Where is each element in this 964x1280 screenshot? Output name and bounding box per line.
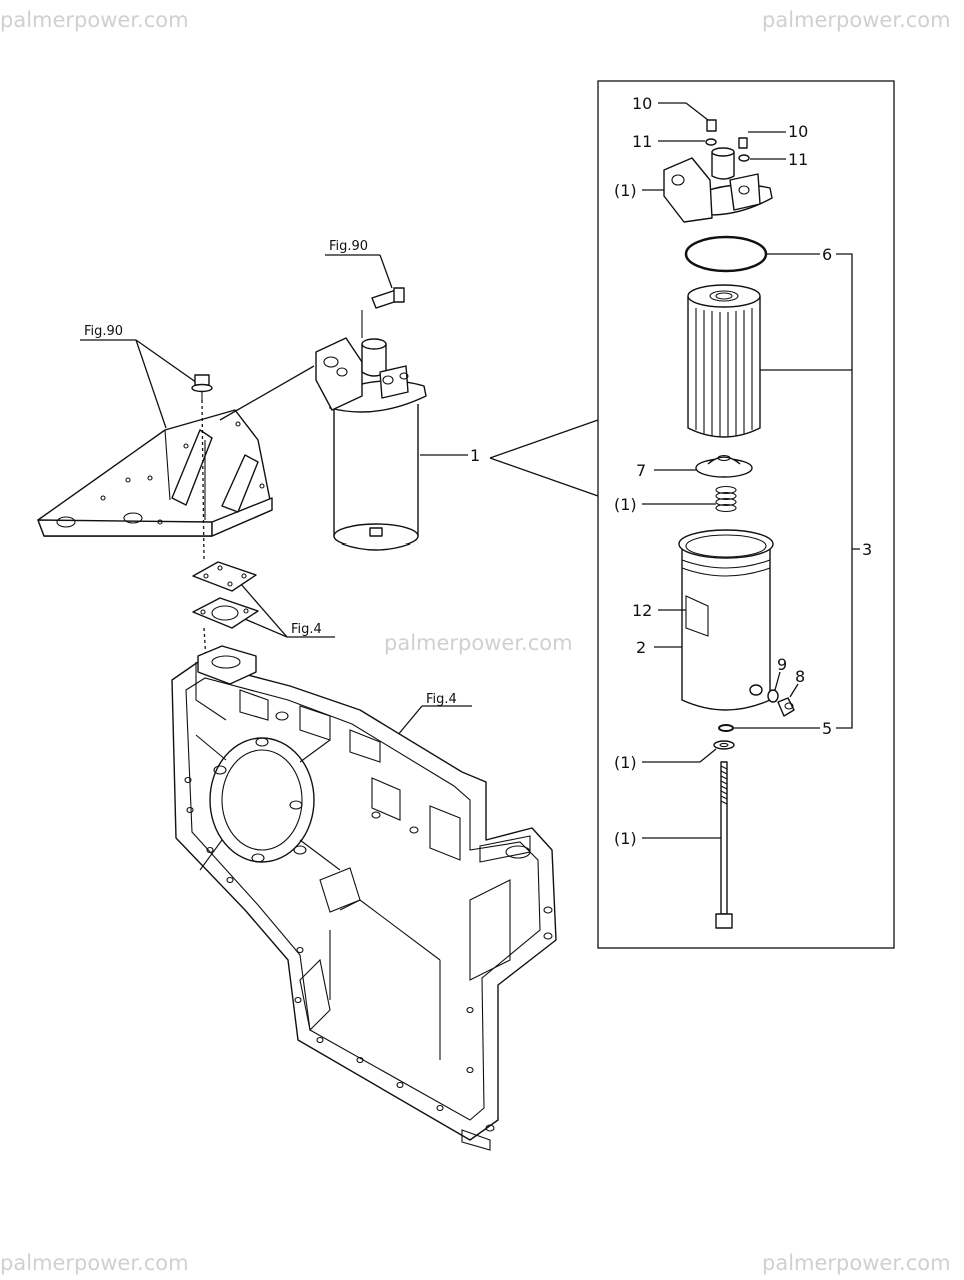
drain-plug	[777, 697, 795, 717]
callout-sub-1-washer: (1)	[614, 753, 637, 772]
callout-sub-1-head: (1)	[614, 181, 637, 200]
filter-head	[663, 147, 773, 223]
fig-ref-90-bracket: Fig.90	[80, 324, 201, 429]
callout-12: 12	[632, 601, 652, 620]
callout-5: 5	[822, 719, 832, 738]
filter-assembly	[315, 337, 427, 551]
drain-washer	[767, 689, 779, 703]
o-ring	[684, 235, 768, 273]
callout-7: 7	[636, 461, 646, 480]
gasket-upper	[192, 561, 257, 592]
gear-housing	[171, 645, 557, 1151]
kit-bracket	[836, 253, 860, 729]
fig-ref-4-housing: Fig.4	[391, 692, 472, 743]
callout-3: 3	[862, 540, 872, 559]
center-bolt	[715, 761, 733, 929]
callout-10-b: 10	[788, 122, 808, 141]
callout-10-a: 10	[632, 94, 652, 113]
fig-ref-label: Fig.4	[426, 692, 457, 707]
mounting-bracket	[37, 409, 273, 537]
watermark-bottom-left: palmerpower.com	[0, 1251, 189, 1275]
callout-sub-1-bolt: (1)	[614, 829, 637, 848]
watermark-top-left: palmerpower.com	[0, 8, 189, 32]
callout-8: 8	[795, 667, 805, 686]
bottom-seal	[718, 724, 734, 732]
fig-ref-90-bolt: Fig.90	[325, 239, 393, 289]
filter-bowl	[678, 529, 774, 711]
fig-ref-label: Fig.90	[84, 324, 123, 339]
callout-1: 1	[470, 446, 480, 465]
fig-ref-label: Fig.4	[291, 622, 322, 637]
callout-11-b: 11	[788, 150, 808, 169]
watermark-bottom-right: palmerpower.com	[762, 1251, 951, 1275]
fig-ref-4-gaskets: Fig.4	[239, 582, 335, 638]
center-bolt-washer	[713, 740, 735, 750]
spring	[715, 485, 737, 513]
watermark-top-right: palmerpower.com	[762, 8, 951, 32]
callout-sub-1-spring: (1)	[614, 495, 637, 514]
gasket-lower	[192, 597, 259, 629]
watermark-center: palmerpower.com	[384, 631, 573, 655]
spring-seat	[695, 454, 753, 478]
callout-9: 9	[777, 655, 787, 674]
filter-element	[687, 284, 761, 438]
callout-2: 2	[636, 638, 646, 657]
head-bolt-10-b	[738, 137, 750, 162]
filter-mount-bolt	[361, 287, 405, 338]
callout-6: 6	[822, 245, 832, 264]
exploded-view-frame	[597, 80, 895, 949]
fig-ref-label: Fig.90	[329, 239, 368, 254]
bracket-bolt	[191, 374, 213, 561]
callout-11-a: 11	[632, 132, 652, 151]
head-bolt-10-a	[705, 119, 717, 146]
